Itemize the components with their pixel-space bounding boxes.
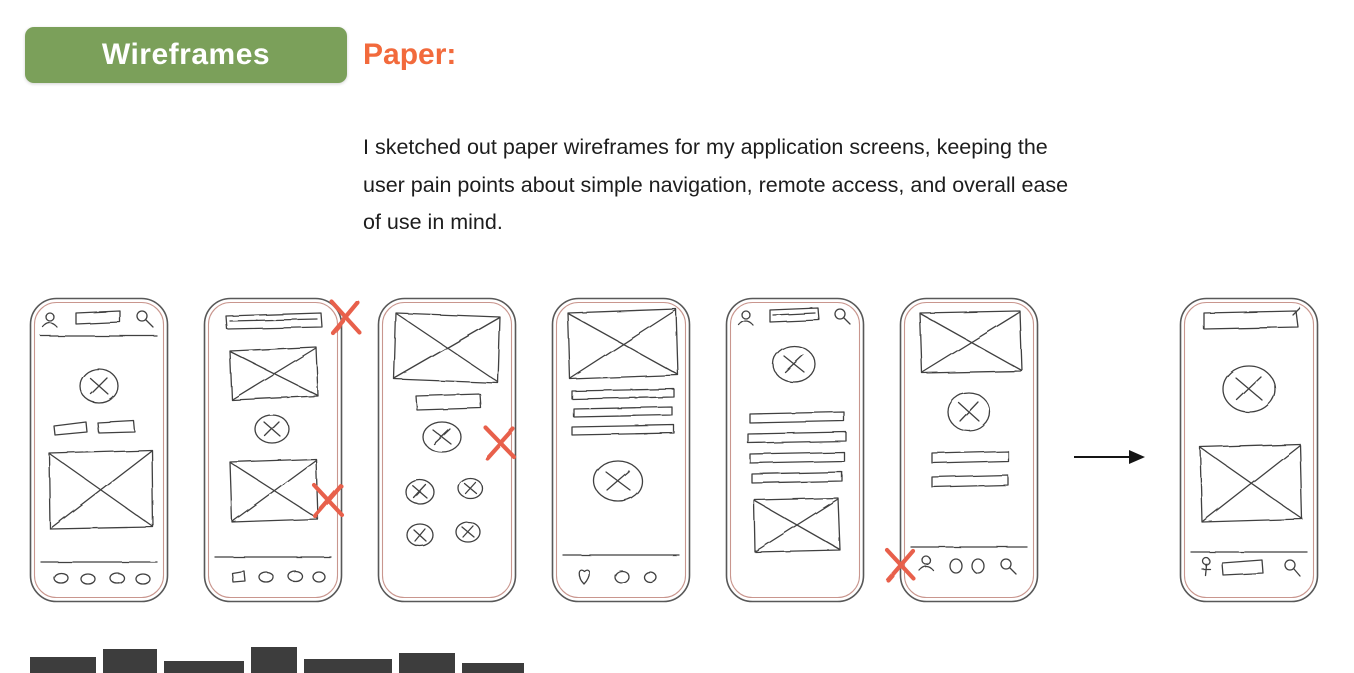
image-placeholder <box>919 310 1023 374</box>
phone-frame <box>725 297 865 603</box>
rejection-mark-icon <box>884 547 917 583</box>
arrow-icon <box>1074 450 1145 464</box>
text-line-placeholder <box>747 411 847 484</box>
section-title: Paper: <box>363 38 457 71</box>
image-placeholder <box>229 458 319 523</box>
bottom-nav-icons <box>231 570 326 583</box>
profile-icon <box>42 312 58 328</box>
circle-image-placeholder <box>254 414 290 444</box>
bottom-nav-icons <box>578 569 657 585</box>
wireframe-sketch-final <box>1179 297 1319 603</box>
profile-icon <box>738 310 754 326</box>
button-placeholder <box>53 420 136 436</box>
search-icon <box>136 310 154 328</box>
circle-image-placeholder <box>422 421 462 453</box>
wireframe-sketch-3 <box>377 297 517 603</box>
circle-image-placeholder <box>947 392 991 432</box>
image-placeholder <box>1199 443 1303 523</box>
button-placeholder <box>415 393 482 411</box>
title-placeholder <box>225 312 323 330</box>
profile-icon <box>1201 556 1211 576</box>
profile-icon <box>918 555 934 571</box>
cutoff-shape <box>103 649 157 673</box>
search-icon <box>1000 558 1017 575</box>
phone-frame <box>203 297 343 603</box>
wireframe-sketch-5 <box>725 297 865 603</box>
phone-frame <box>551 297 691 603</box>
circle-image-placeholder <box>772 345 816 383</box>
wireframe-sketch-4 <box>551 297 691 603</box>
wireframe-sketch-2 <box>203 297 362 603</box>
phone-frame <box>1179 297 1319 603</box>
cutoff-shape <box>30 657 96 673</box>
bottom-nav-icons <box>53 572 151 585</box>
title-placeholder <box>769 307 820 323</box>
image-placeholder <box>567 308 679 380</box>
intro-paragraph: I sketched out paper wireframes for my a… <box>363 135 1069 234</box>
cutoff-shape <box>304 659 392 673</box>
wireframes-row <box>28 295 1320 605</box>
title-placeholder <box>75 310 121 325</box>
wireframes-badge: Wireframes <box>25 27 347 83</box>
icon-grid-placeholder <box>405 477 483 547</box>
image-placeholder <box>753 497 841 553</box>
circle-image-placeholder <box>1222 365 1276 413</box>
text-line-placeholder <box>931 450 1009 488</box>
rejection-mark-icon <box>329 299 362 336</box>
button-placeholder <box>1221 559 1264 576</box>
badge-label: Wireframes <box>101 38 271 71</box>
wireframe-sketch-6 <box>884 297 1039 603</box>
cutoff-shape <box>251 647 297 673</box>
image-placeholder <box>48 449 154 530</box>
cutoff-shape <box>399 653 455 673</box>
title-placeholder <box>1203 307 1301 330</box>
wireframe-sketch-1 <box>29 297 169 603</box>
phone-frame <box>899 297 1039 603</box>
circle-image-placeholder <box>79 368 119 404</box>
cutoff-next-section <box>30 647 524 673</box>
cutoff-shape <box>164 661 244 673</box>
text-line-placeholder <box>571 388 675 436</box>
cutoff-shape <box>462 663 524 673</box>
search-icon <box>834 308 851 325</box>
bottom-nav-icons <box>1201 556 1301 577</box>
image-placeholder <box>393 312 501 384</box>
circle-image-placeholder <box>593 460 643 502</box>
image-placeholder <box>229 346 319 401</box>
rejection-mark-icon <box>483 425 517 461</box>
search-icon <box>1284 559 1301 577</box>
bottom-nav-icons <box>918 555 1017 575</box>
phone-frame <box>29 297 169 603</box>
rejection-mark-icon <box>311 482 345 519</box>
heart-icon <box>578 569 590 585</box>
